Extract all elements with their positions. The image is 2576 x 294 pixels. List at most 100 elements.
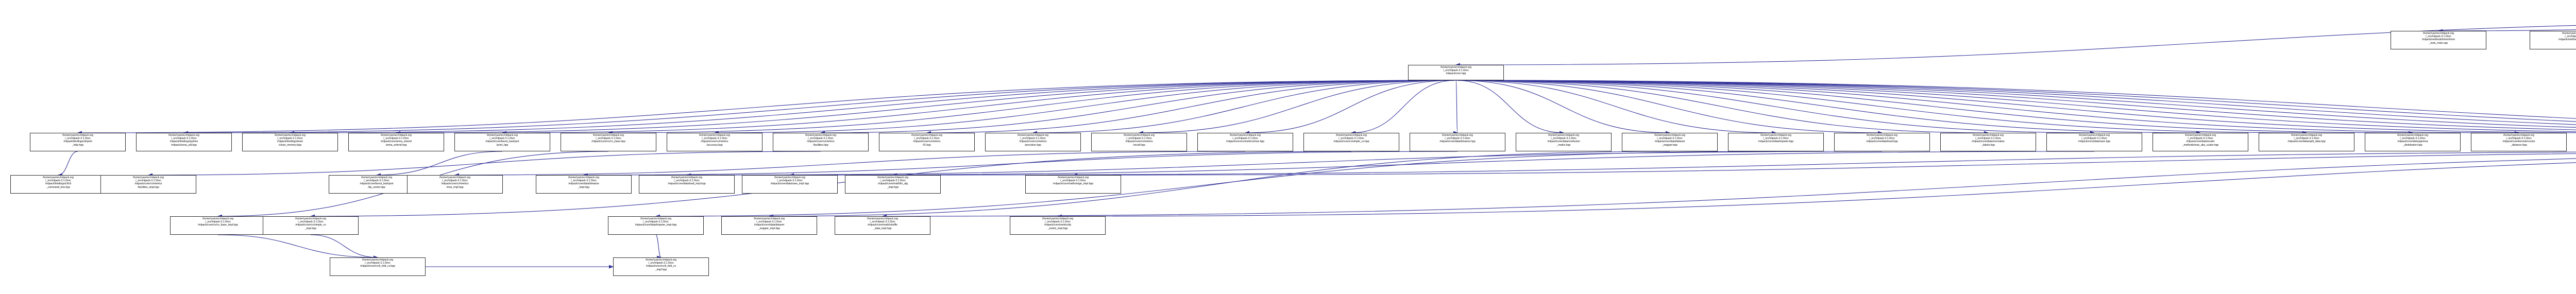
edge <box>926 80 1456 135</box>
node-label: /home/ryan/src/mlpack.org /_src/mlpack-3… <box>568 176 599 189</box>
file-node[interactable]: /home/ryan/src/mlpack.org /_src/mlpack-3… <box>742 175 838 194</box>
node-label: /home/ryan/src/mlpack.org /_src/mlpack-3… <box>380 134 412 147</box>
node-label: /home/ryan/src/mlpack.org /_src/mlpack-3… <box>591 134 625 144</box>
file-node[interactable]: /home/ryan/src/mlpack.org /_src/mlpack-3… <box>561 133 656 151</box>
edge <box>58 151 78 177</box>
edge <box>583 151 1458 177</box>
file-node[interactable]: /home/ryan/src/mlpack.org /_src/mlpack-3… <box>773 133 869 151</box>
edge <box>77 80 1456 135</box>
file-node[interactable]: /home/ryan/src/mlpack.org /_src/mlpack-3… <box>100 175 196 194</box>
node-label: /home/ryan/src/mlpack.org /_src/mlpack-3… <box>911 134 942 147</box>
file-node[interactable]: /home/ryan/src/mlpack.org /_src/mlpack-3… <box>1303 133 1399 151</box>
file-node[interactable]: /home/ryan/src/mlpack.org /_src/mlpack-3… <box>1516 133 1612 151</box>
edge <box>148 151 821 177</box>
file-node[interactable]: /home/ryan/src/mlpack.org /_src/mlpack-3… <box>330 257 426 276</box>
node-label: /home/ryan/src/mlpack.org /_src/mlpack-3… <box>1439 134 1476 144</box>
file-node[interactable]: /home/ryan/src/mlpack.org /_src/mlpack-3… <box>2471 133 2567 151</box>
file-node[interactable]: /home/ryan/src/mlpack.org /_src/mlpack-3… <box>845 175 941 194</box>
edge <box>1455 80 2576 130</box>
edge <box>1455 80 2307 135</box>
node-label: /home/ryan/src/mlpack.org /_src/mlpack-3… <box>1123 134 1155 147</box>
node-label: /home/ryan/src/mlpack.org /_src/mlpack-3… <box>805 134 836 147</box>
file-node[interactable]: /home/ryan/src/mlpack.org /_src/mlpack-3… <box>721 216 817 235</box>
edge <box>1455 80 2576 125</box>
node-label: /home/ryan/src/mlpack.org /_src/mlpack-3… <box>2287 134 2326 144</box>
edge <box>1057 162 2576 218</box>
edge <box>1455 80 2576 132</box>
file-node[interactable]: /home/ryan/src/mlpack.org /_src/mlpack-3… <box>10 175 106 194</box>
edge <box>1455 80 2576 119</box>
edge <box>882 158 2576 218</box>
file-node[interactable]: /home/ryan/src/mlpack.org /_src/mlpack-3… <box>1410 133 1505 151</box>
edge <box>1455 80 1989 135</box>
node-label: /home/ryan/src/mlpack.org /_src/mlpack-3… <box>2397 134 2428 147</box>
file-node[interactable]: /home/ryan/src/mlpack.org /_src/mlpack-3… <box>170 216 266 235</box>
file-node[interactable]: /home/ryan/src/mlpack.org /_src/mlpack-3… <box>608 216 704 235</box>
edge <box>1455 80 1883 135</box>
edge <box>217 234 378 260</box>
node-label: /home/ryan/src/mlpack.org /_src/mlpack-3… <box>1333 134 1369 144</box>
file-node[interactable]: /home/ryan/src/mlpack.org /_src/mlpack-3… <box>2530 31 2576 49</box>
file-node[interactable]: /home/ryan/src/mlpack.org /_src/mlpack-3… <box>879 133 975 151</box>
edge <box>1455 80 2201 135</box>
file-node[interactable]: /home/ryan/src/mlpack.org /_src/mlpack-3… <box>985 133 1081 151</box>
file-node[interactable]: /home/ryan/src/mlpack.org /_src/mlpack-3… <box>348 133 444 151</box>
file-node[interactable]: /home/ryan/src/mlpack.org /_src/mlpack-3… <box>136 133 232 151</box>
file-node[interactable]: /home/ryan/src/mlpack.org /_src/mlpack-3… <box>1091 133 1187 151</box>
file-node[interactable]: /home/ryan/src/mlpack.org /_src/mlpack-3… <box>407 175 503 194</box>
node-label: /home/ryan/src/mlpack.org /_src/mlpack-3… <box>360 258 395 268</box>
file-node[interactable]: /home/ryan/src/mlpack.org /_src/mlpack-3… <box>536 175 632 194</box>
node-label: /home/ryan/src/mlpack.org /_src/mlpack-3… <box>699 134 730 147</box>
node-label: /home/ryan/src/mlpack.org /_src/mlpack-3… <box>1972 134 2005 147</box>
file-node[interactable]: /home/ryan/src/mlpack.org /_src/mlpack-3… <box>1010 216 1106 235</box>
edge <box>1455 80 2095 135</box>
file-node[interactable]: /home/ryan/src/mlpack.org /_src/mlpack-3… <box>2391 31 2486 49</box>
edge <box>1455 80 2519 135</box>
file-node[interactable]: /home/ryan/src/mlpack.org /_src/mlpack-3… <box>639 175 735 194</box>
file-node[interactable]: /home/ryan/src/mlpack.org /_src/mlpack-3… <box>667 133 762 151</box>
file-node[interactable]: /home/ryan/src/mlpack.org /_src/mlpack-3… <box>2365 133 2461 151</box>
edge <box>1455 80 2576 133</box>
edge <box>608 80 1456 135</box>
edge <box>1453 80 1458 134</box>
edge <box>376 151 503 177</box>
node-label: /home/ryan/src/mlpack.org /_src/mlpack-3… <box>668 176 706 186</box>
node-label: /home/ryan/src/mlpack.org /_src/mlpack-3… <box>2502 134 2535 147</box>
file-node[interactable]: /home/ryan/src/mlpack.org /_src/mlpack-3… <box>1834 133 1930 151</box>
node-label: /home/ryan/src/mlpack.org /_src/mlpack-3… <box>168 134 199 147</box>
edge <box>1245 80 1456 135</box>
node-label: /home/ryan/src/mlpack.org /_src/mlpack-3… <box>1226 134 1265 144</box>
file-node[interactable]: /home/ryan/src/mlpack.org /_src/mlpack-3… <box>613 257 709 276</box>
edge <box>1032 80 1456 135</box>
file-node[interactable]: /home/ryan/src/mlpack.org /_src/mlpack-3… <box>2046 133 2142 151</box>
hub-node[interactable]: /home/ryan/src/mlpack.org /_src/mlpack-3… <box>1408 65 1504 80</box>
file-node[interactable]: /home/ryan/src/mlpack.org /_src/mlpack-3… <box>1622 133 1718 151</box>
edge <box>820 80 1456 135</box>
file-node[interactable]: /home/ryan/src/mlpack.org /_src/mlpack-3… <box>835 216 930 235</box>
file-node[interactable]: /home/ryan/src/mlpack.org /_src/mlpack-3… <box>1025 175 1121 194</box>
file-node[interactable]: /home/ryan/src/mlpack.org /_src/mlpack-3… <box>1728 133 1824 151</box>
edge <box>1455 80 2576 122</box>
edge <box>1455 80 1564 135</box>
node-label: /home/ryan/src/mlpack.org /_src/mlpack-3… <box>198 217 238 227</box>
node-label: /home/ryan/src/mlpack.org /_src/mlpack-3… <box>1547 134 1580 147</box>
node-label: /home/ryan/src/mlpack.org /_src/mlpack-3… <box>1440 66 1471 76</box>
edge <box>714 80 1456 135</box>
file-node[interactable]: /home/ryan/src/mlpack.org /_src/mlpack-3… <box>2153 133 2248 151</box>
edge <box>1455 80 2576 128</box>
edge <box>183 80 1456 135</box>
node-label: /home/ryan/src/mlpack.org /_src/mlpack-3… <box>132 176 164 189</box>
file-node[interactable]: /home/ryan/src/mlpack.org /_src/mlpack-3… <box>1940 133 2036 151</box>
file-node[interactable]: /home/ryan/src/mlpack.org /_src/mlpack-3… <box>30 133 126 151</box>
file-node[interactable]: /home/ryan/src/mlpack.org /_src/mlpack-3… <box>242 133 338 151</box>
edge <box>1073 153 2576 177</box>
file-node[interactable]: /home/ryan/src/mlpack.org /_src/mlpack-3… <box>454 133 550 151</box>
file-node[interactable]: /home/ryan/src/mlpack.org /_src/mlpack-3… <box>1197 133 1293 151</box>
node-label: /home/ryan/src/mlpack.org /_src/mlpack-3… <box>2558 32 2576 42</box>
node-label: /home/ryan/src/mlpack.org /_src/mlpack-3… <box>62 134 93 147</box>
file-node[interactable]: /home/ryan/src/mlpack.org /_src/mlpack-3… <box>263 216 359 235</box>
file-node[interactable]: /home/ryan/src/mlpack.org /_src/mlpack-3… <box>2259 133 2354 151</box>
node-label: /home/ryan/src/mlpack.org /_src/mlpack-3… <box>770 176 809 186</box>
edge <box>789 151 2095 177</box>
edge <box>686 151 1883 177</box>
